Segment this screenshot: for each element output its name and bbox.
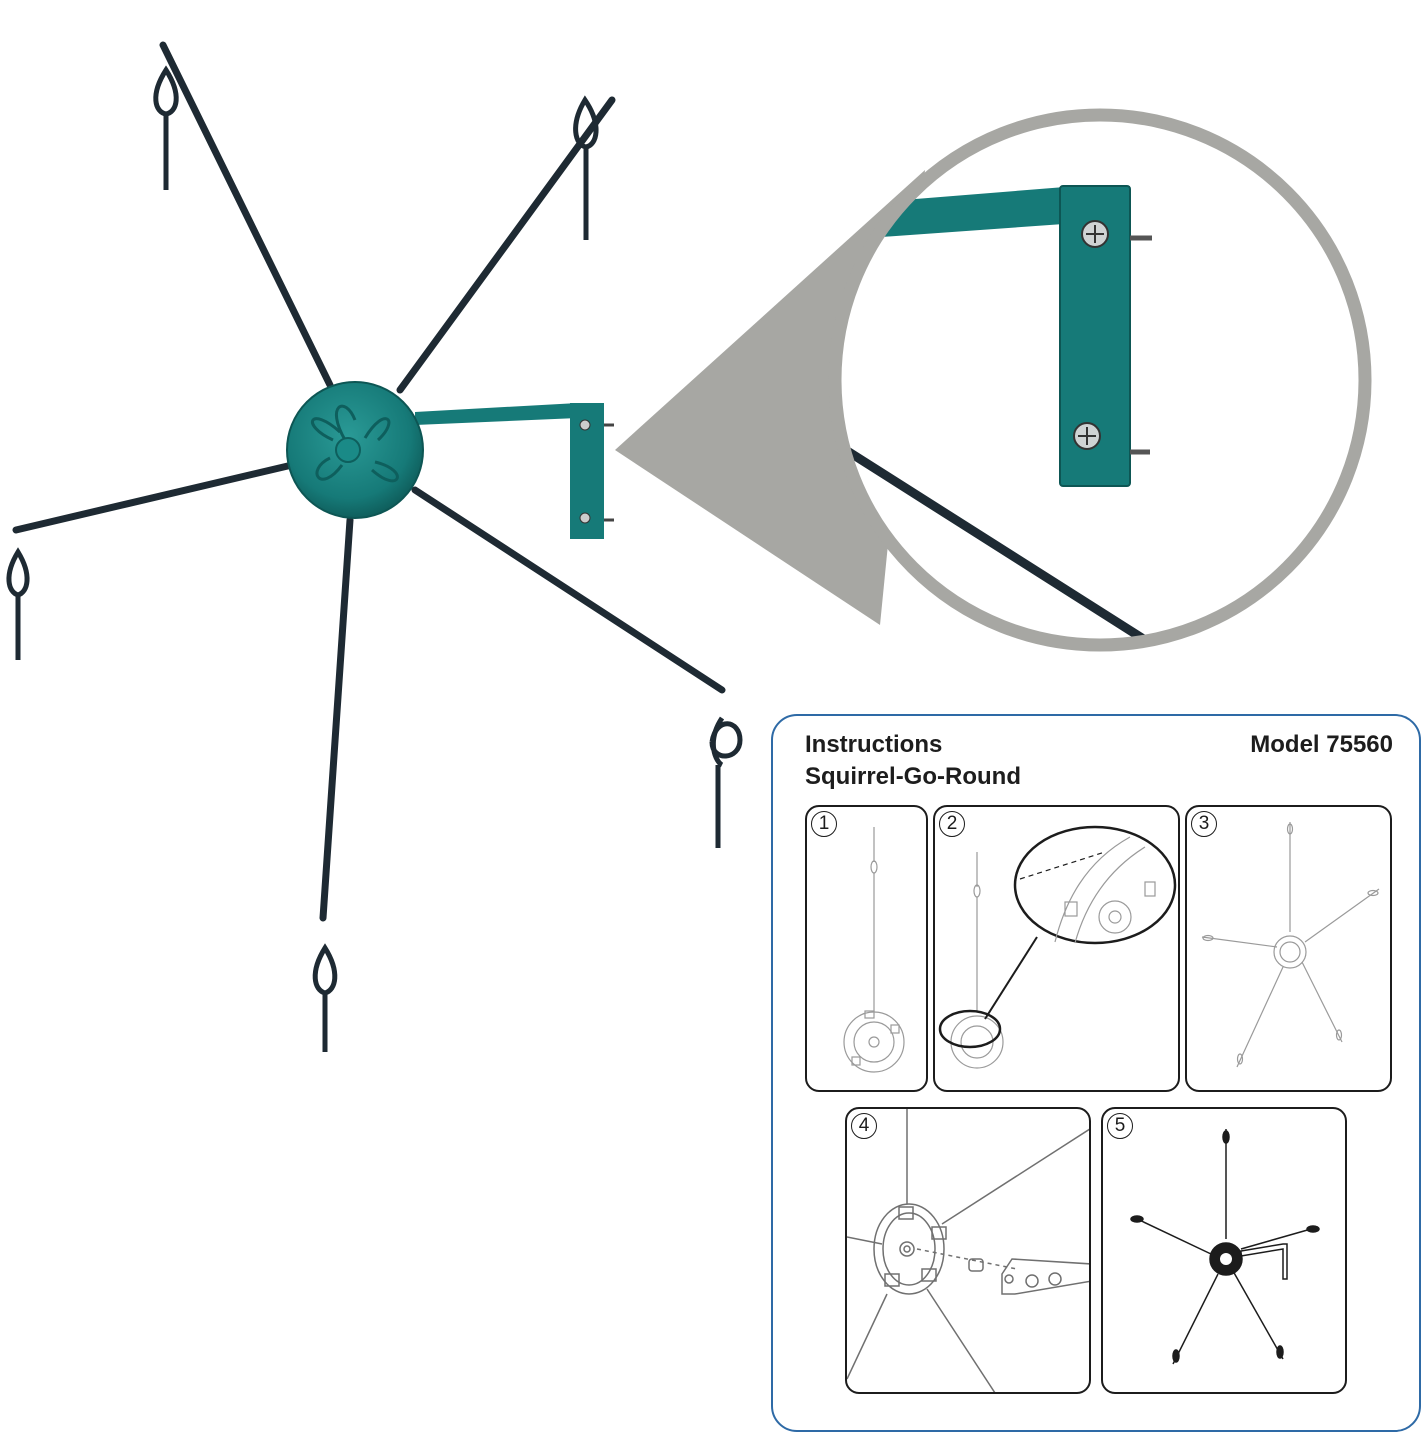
magnified-bracket-detail — [828, 108, 1372, 652]
feeder-rods — [12, 41, 726, 922]
step-4-number: 4 — [851, 1113, 877, 1139]
instructions-card: Instructions Squirrel-Go-Round Model 755… — [771, 714, 1421, 1432]
rod-bottom — [319, 516, 354, 922]
step-3-panel: 3 — [1185, 805, 1392, 1092]
step-2-number: 2 — [939, 811, 965, 837]
product-name: Squirrel-Go-Round — [805, 763, 1021, 790]
step-3-number: 3 — [1191, 811, 1217, 837]
step-4-diagram — [847, 1109, 1089, 1392]
eye-hook-upper-right — [573, 95, 599, 240]
eye-hook-left — [6, 547, 30, 660]
step-2-panel: 2 — [933, 805, 1180, 1092]
step-4-panel: 4 — [845, 1107, 1091, 1394]
eye-hook-lower-right — [709, 716, 743, 848]
central-hub-flower-disc — [286, 381, 424, 519]
step-1-number: 1 — [811, 811, 837, 837]
rod-lower-right — [411, 486, 726, 694]
eye-hook-upper-left — [153, 65, 179, 190]
step-5-diagram — [1130, 1129, 1320, 1365]
step-3-diagram — [1201, 822, 1380, 1068]
step-1-panel: 1 — [805, 805, 928, 1092]
step-2-diagram — [938, 825, 1177, 1069]
step-1-diagram — [843, 827, 905, 1073]
mounting-bracket — [415, 403, 614, 539]
rod-upper-right — [396, 96, 616, 394]
step-5-number: 5 — [1107, 1113, 1133, 1139]
instructions-title: Instructions — [805, 731, 943, 758]
model-number: Model 75560 — [1250, 731, 1393, 758]
rod-upper-left — [159, 41, 334, 389]
step-5-panel: 5 — [1101, 1107, 1347, 1394]
eye-hook-bottom — [312, 943, 338, 1052]
rod-left — [12, 461, 296, 534]
